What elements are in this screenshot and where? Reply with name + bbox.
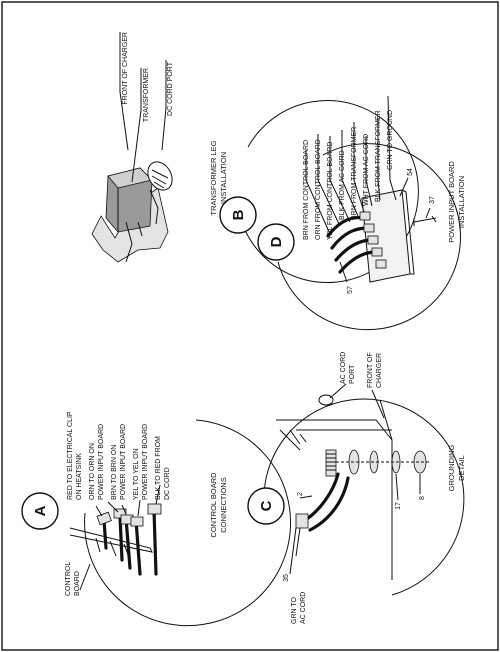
panel-a-caption-line1: CONTROL BOARD bbox=[209, 472, 218, 538]
board-edge bbox=[401, 189, 415, 275]
connector-2 bbox=[363, 223, 375, 233]
label-ac-cord-port-line1: AC CORD bbox=[340, 352, 347, 384]
label-orn-line2: POWER INPUT BOARD bbox=[98, 424, 105, 500]
label-d-wire-4: BLK FROM AC CORD bbox=[339, 150, 346, 220]
label-57: 57 bbox=[347, 286, 354, 294]
transformer-bracket bbox=[117, 188, 159, 232]
panel-d-power-input-board: BRN FROM CONTROL BOARD ORN FROM CONTROL … bbox=[257, 95, 466, 331]
panel-b-badge-letter: B bbox=[230, 209, 247, 220]
panel-b-leaders bbox=[119, 32, 167, 183]
panel-c-badge-circle bbox=[247, 487, 285, 525]
label-35: 35 bbox=[283, 574, 290, 582]
label-brn-line1: BRN TO BRN ON bbox=[111, 445, 118, 500]
panel-d-caption-line1: POWER INPUT BOARD bbox=[447, 161, 456, 243]
panel-a-badge-circle bbox=[21, 492, 59, 530]
panel-c-caption-line2: DETAIL bbox=[457, 455, 466, 481]
label-d-wire-5: BRN FROM TRANSFORMER bbox=[351, 127, 358, 220]
panel-b-badge-circle bbox=[219, 196, 257, 234]
label-front-of-charger: FRONT OF CHARGER bbox=[122, 32, 129, 105]
wire-bundle-b bbox=[330, 226, 370, 250]
nut-8 bbox=[413, 450, 427, 474]
label-orn-line1: ORN TO ORN ON bbox=[89, 443, 96, 500]
transformer-leg bbox=[125, 221, 143, 263]
panel-b-caption-line1: TRANSFORMER LEG bbox=[209, 140, 218, 215]
dc-cord-port bbox=[147, 161, 173, 191]
panel-b-detail-arc bbox=[243, 100, 419, 283]
label-d-wire-3: YEL FROM CONTROL BOARD bbox=[327, 142, 334, 240]
label-d-wire-2: ORN FROM CONTROL BOARD bbox=[315, 139, 322, 240]
wire-blk bbox=[152, 508, 158, 576]
label-2: 2 bbox=[297, 492, 304, 496]
label-37: 37 bbox=[429, 196, 436, 204]
panel-c-grounding: GRN TO AC CORD AC CORD PORT FRONT OF CHA… bbox=[247, 352, 466, 624]
ground-terminal bbox=[295, 513, 309, 529]
label-d-wire-1: BRN FROM CONTROL BOARD bbox=[303, 140, 310, 240]
label-blk-line2: DC CORD bbox=[164, 467, 171, 500]
label-front-of-charger-line1: FRONT OF bbox=[367, 352, 374, 388]
panel-c-leaders bbox=[289, 383, 421, 575]
terminal-red bbox=[96, 511, 112, 526]
connector-5 bbox=[375, 259, 387, 269]
ground-stud bbox=[325, 449, 337, 477]
label-grn-line2: AC CORD bbox=[300, 592, 307, 624]
panel-d-caption-line2: INSTALLATION bbox=[457, 176, 466, 228]
label-17: 17 bbox=[395, 502, 402, 510]
leader-57 bbox=[339, 261, 348, 283]
panel-b-transformer-leg: B FRONT OF CHARGER TRANSFORMER DC CORD P… bbox=[91, 32, 419, 283]
panel-d-leaders bbox=[305, 95, 397, 235]
label-transformer: TRANSFORMER bbox=[143, 68, 150, 122]
panel-c-badge-letter: C bbox=[258, 500, 275, 511]
label-control-board-line2: BOARD bbox=[74, 571, 81, 596]
label-brn-line2: POWER INPUT BOARD bbox=[120, 424, 127, 500]
dc-cord-port-ridges bbox=[151, 169, 169, 189]
label-8: 8 bbox=[419, 496, 426, 500]
label-front-of-charger-line2: CHARGER bbox=[376, 353, 383, 388]
leader-37 bbox=[425, 207, 431, 219]
label-d-wire-8: GRN TO GROUND bbox=[387, 110, 394, 170]
panel-a-detail-arc bbox=[84, 419, 292, 627]
label-yel-line2: POWER INPUT BOARD bbox=[142, 424, 149, 500]
label-d-wire-6: WHT FROM AC CORD bbox=[363, 134, 370, 206]
label-grn-line1: GRN TO bbox=[291, 596, 298, 624]
panel-c-detail-arc bbox=[263, 398, 465, 596]
panel-a-caption-line2: CONNECTIONS bbox=[219, 477, 228, 532]
wire-orn bbox=[118, 514, 124, 562]
connector-3 bbox=[367, 235, 379, 245]
panel-b-caption-line2: INSTALLATION bbox=[219, 152, 228, 204]
ac-cord-port bbox=[318, 394, 334, 406]
panel-a-control-board: CONTROL BOARD RED TO ELECTRICAL CLIP ON … bbox=[21, 411, 292, 627]
label-ac-cord-port-line2: PORT bbox=[349, 364, 356, 384]
panel-d-badge-circle bbox=[257, 223, 295, 261]
label-d-wire-7: BLK FROM TRANSFORMER bbox=[375, 110, 382, 202]
label-blk-line1: BLK TO RED FROM bbox=[155, 436, 162, 500]
charger-wall-hatch bbox=[279, 429, 307, 451]
wire-red bbox=[102, 518, 108, 550]
label-yel-line1: YEL TO YEL ON bbox=[133, 448, 140, 500]
label-red-line2: ON HEATSINK bbox=[76, 453, 83, 500]
stud-threads bbox=[326, 453, 336, 471]
leader-54 bbox=[399, 177, 409, 197]
connector-1 bbox=[359, 211, 371, 221]
charger-wall bbox=[276, 399, 393, 580]
panel-a-leaders bbox=[79, 484, 161, 591]
label-dc-cord-port: DC CORD PORT bbox=[167, 61, 174, 116]
terminal-yel bbox=[130, 516, 144, 527]
wire-brn bbox=[124, 516, 132, 570]
wire-yel bbox=[134, 518, 142, 576]
connector-4 bbox=[371, 247, 383, 257]
label-red-line1: RED TO ELECTRICAL CLIP bbox=[67, 411, 74, 500]
label-control-board-line1: CONTROL bbox=[65, 562, 72, 596]
ground-wire-2 bbox=[308, 476, 350, 532]
panel-d-badge-letter: D bbox=[268, 236, 285, 247]
screw-37 bbox=[413, 215, 437, 226]
panel-c-caption-line1: GROUNDING bbox=[447, 445, 456, 492]
panel-d-detail-arc bbox=[277, 143, 461, 331]
panel-a-badge-letter: A bbox=[32, 505, 49, 516]
label-54: 54 bbox=[407, 168, 414, 176]
terminal-blk bbox=[147, 503, 162, 515]
